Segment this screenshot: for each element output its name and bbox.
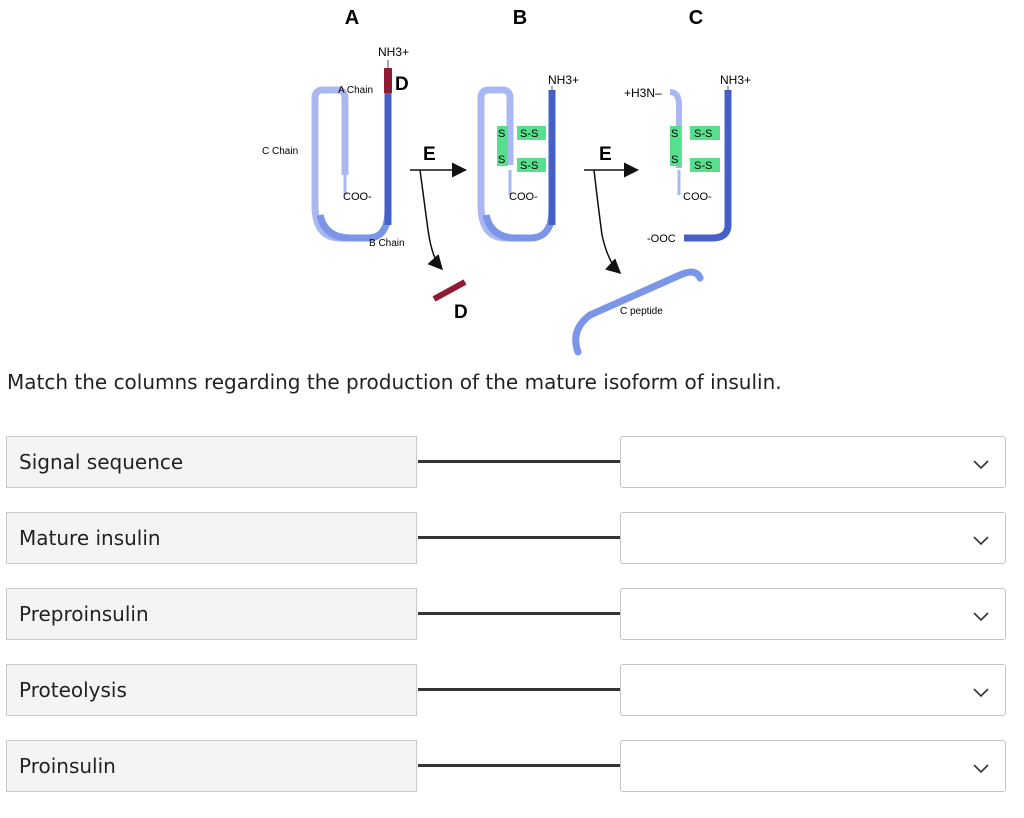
nh3-label-b: NH3+ — [548, 73, 579, 87]
h3n-label-c: +H3N– — [624, 86, 662, 100]
cleavage-arrow-1 — [410, 162, 467, 271]
coo-label-b: COO- — [509, 191, 538, 203]
answer-select-5[interactable] — [620, 740, 1006, 792]
chevron-down-icon — [973, 536, 989, 546]
ss-upper-b: S-S — [520, 128, 538, 140]
signal-sequence-segment — [384, 68, 392, 93]
nh3-label-c: NH3+ — [720, 73, 751, 87]
answer-select-2[interactable] — [620, 512, 1006, 564]
match-row: Mature insulin — [0, 512, 1024, 566]
term-proinsulin: Proinsulin — [6, 740, 417, 792]
term-proteolysis: Proteolysis — [6, 664, 417, 716]
c-chain-label: C Chain — [262, 146, 298, 157]
coo-label-a: COO- — [343, 191, 372, 203]
s-bottom-b: S — [498, 154, 505, 166]
stage-label-c: C — [689, 7, 703, 29]
ooc-label-c: -OOC — [647, 233, 676, 245]
connector-line — [418, 612, 620, 615]
d-label-cleaved: D — [454, 302, 468, 323]
s-top-c: S — [671, 128, 678, 140]
answer-select-4[interactable] — [620, 664, 1006, 716]
cleaved-signal-fragment — [432, 279, 467, 302]
a-chain-label: A Chain — [338, 85, 373, 96]
s-top-b: S — [498, 128, 505, 140]
chevron-down-icon — [973, 764, 989, 774]
e-label-1: E — [423, 144, 436, 165]
c-peptide-label: C peptide — [620, 306, 663, 317]
match-row: Preproinsulin — [0, 588, 1024, 642]
e-label-2: E — [599, 144, 612, 165]
proinsulin-structure — [477, 86, 556, 242]
match-row: Signal sequence — [0, 436, 1024, 490]
question-prompt: Match the columns regarding the producti… — [7, 370, 782, 394]
coo-label-c: COO- — [683, 191, 712, 203]
s-bottom-c: S — [671, 154, 678, 166]
c-peptide-fragment — [572, 268, 704, 356]
ss-lower-b: S-S — [520, 160, 538, 172]
cleavage-arrow-2 — [584, 162, 639, 275]
ss-upper-c: S-S — [694, 128, 712, 140]
insulin-processing-diagram: A B C NH3+ D A Chain C Chain COO- B Chai… — [262, 7, 751, 356]
chevron-down-icon — [973, 688, 989, 698]
chevron-down-icon — [973, 612, 989, 622]
b-chain-label: B Chain — [369, 238, 405, 249]
ss-lower-c: S-S — [694, 160, 712, 172]
match-row: Proinsulin — [0, 740, 1024, 794]
connector-line — [418, 536, 620, 539]
term-signal-sequence: Signal sequence — [6, 436, 417, 488]
connector-line — [418, 764, 620, 767]
stage-label-b: B — [513, 7, 527, 29]
answer-select-1[interactable] — [620, 436, 1006, 488]
connector-line — [418, 460, 620, 463]
match-row: Proteolysis — [0, 664, 1024, 718]
chevron-down-icon — [973, 460, 989, 470]
d-label-a: D — [395, 74, 409, 95]
stage-label-a: A — [345, 7, 359, 29]
mature-insulin-structure — [669, 86, 732, 242]
connector-line — [418, 688, 620, 691]
term-preproinsulin: Preproinsulin — [6, 588, 417, 640]
preproinsulin-structure — [311, 60, 392, 242]
answer-select-3[interactable] — [620, 588, 1006, 640]
term-mature-insulin: Mature insulin — [6, 512, 417, 564]
nh3-label-a: NH3+ — [378, 45, 409, 59]
